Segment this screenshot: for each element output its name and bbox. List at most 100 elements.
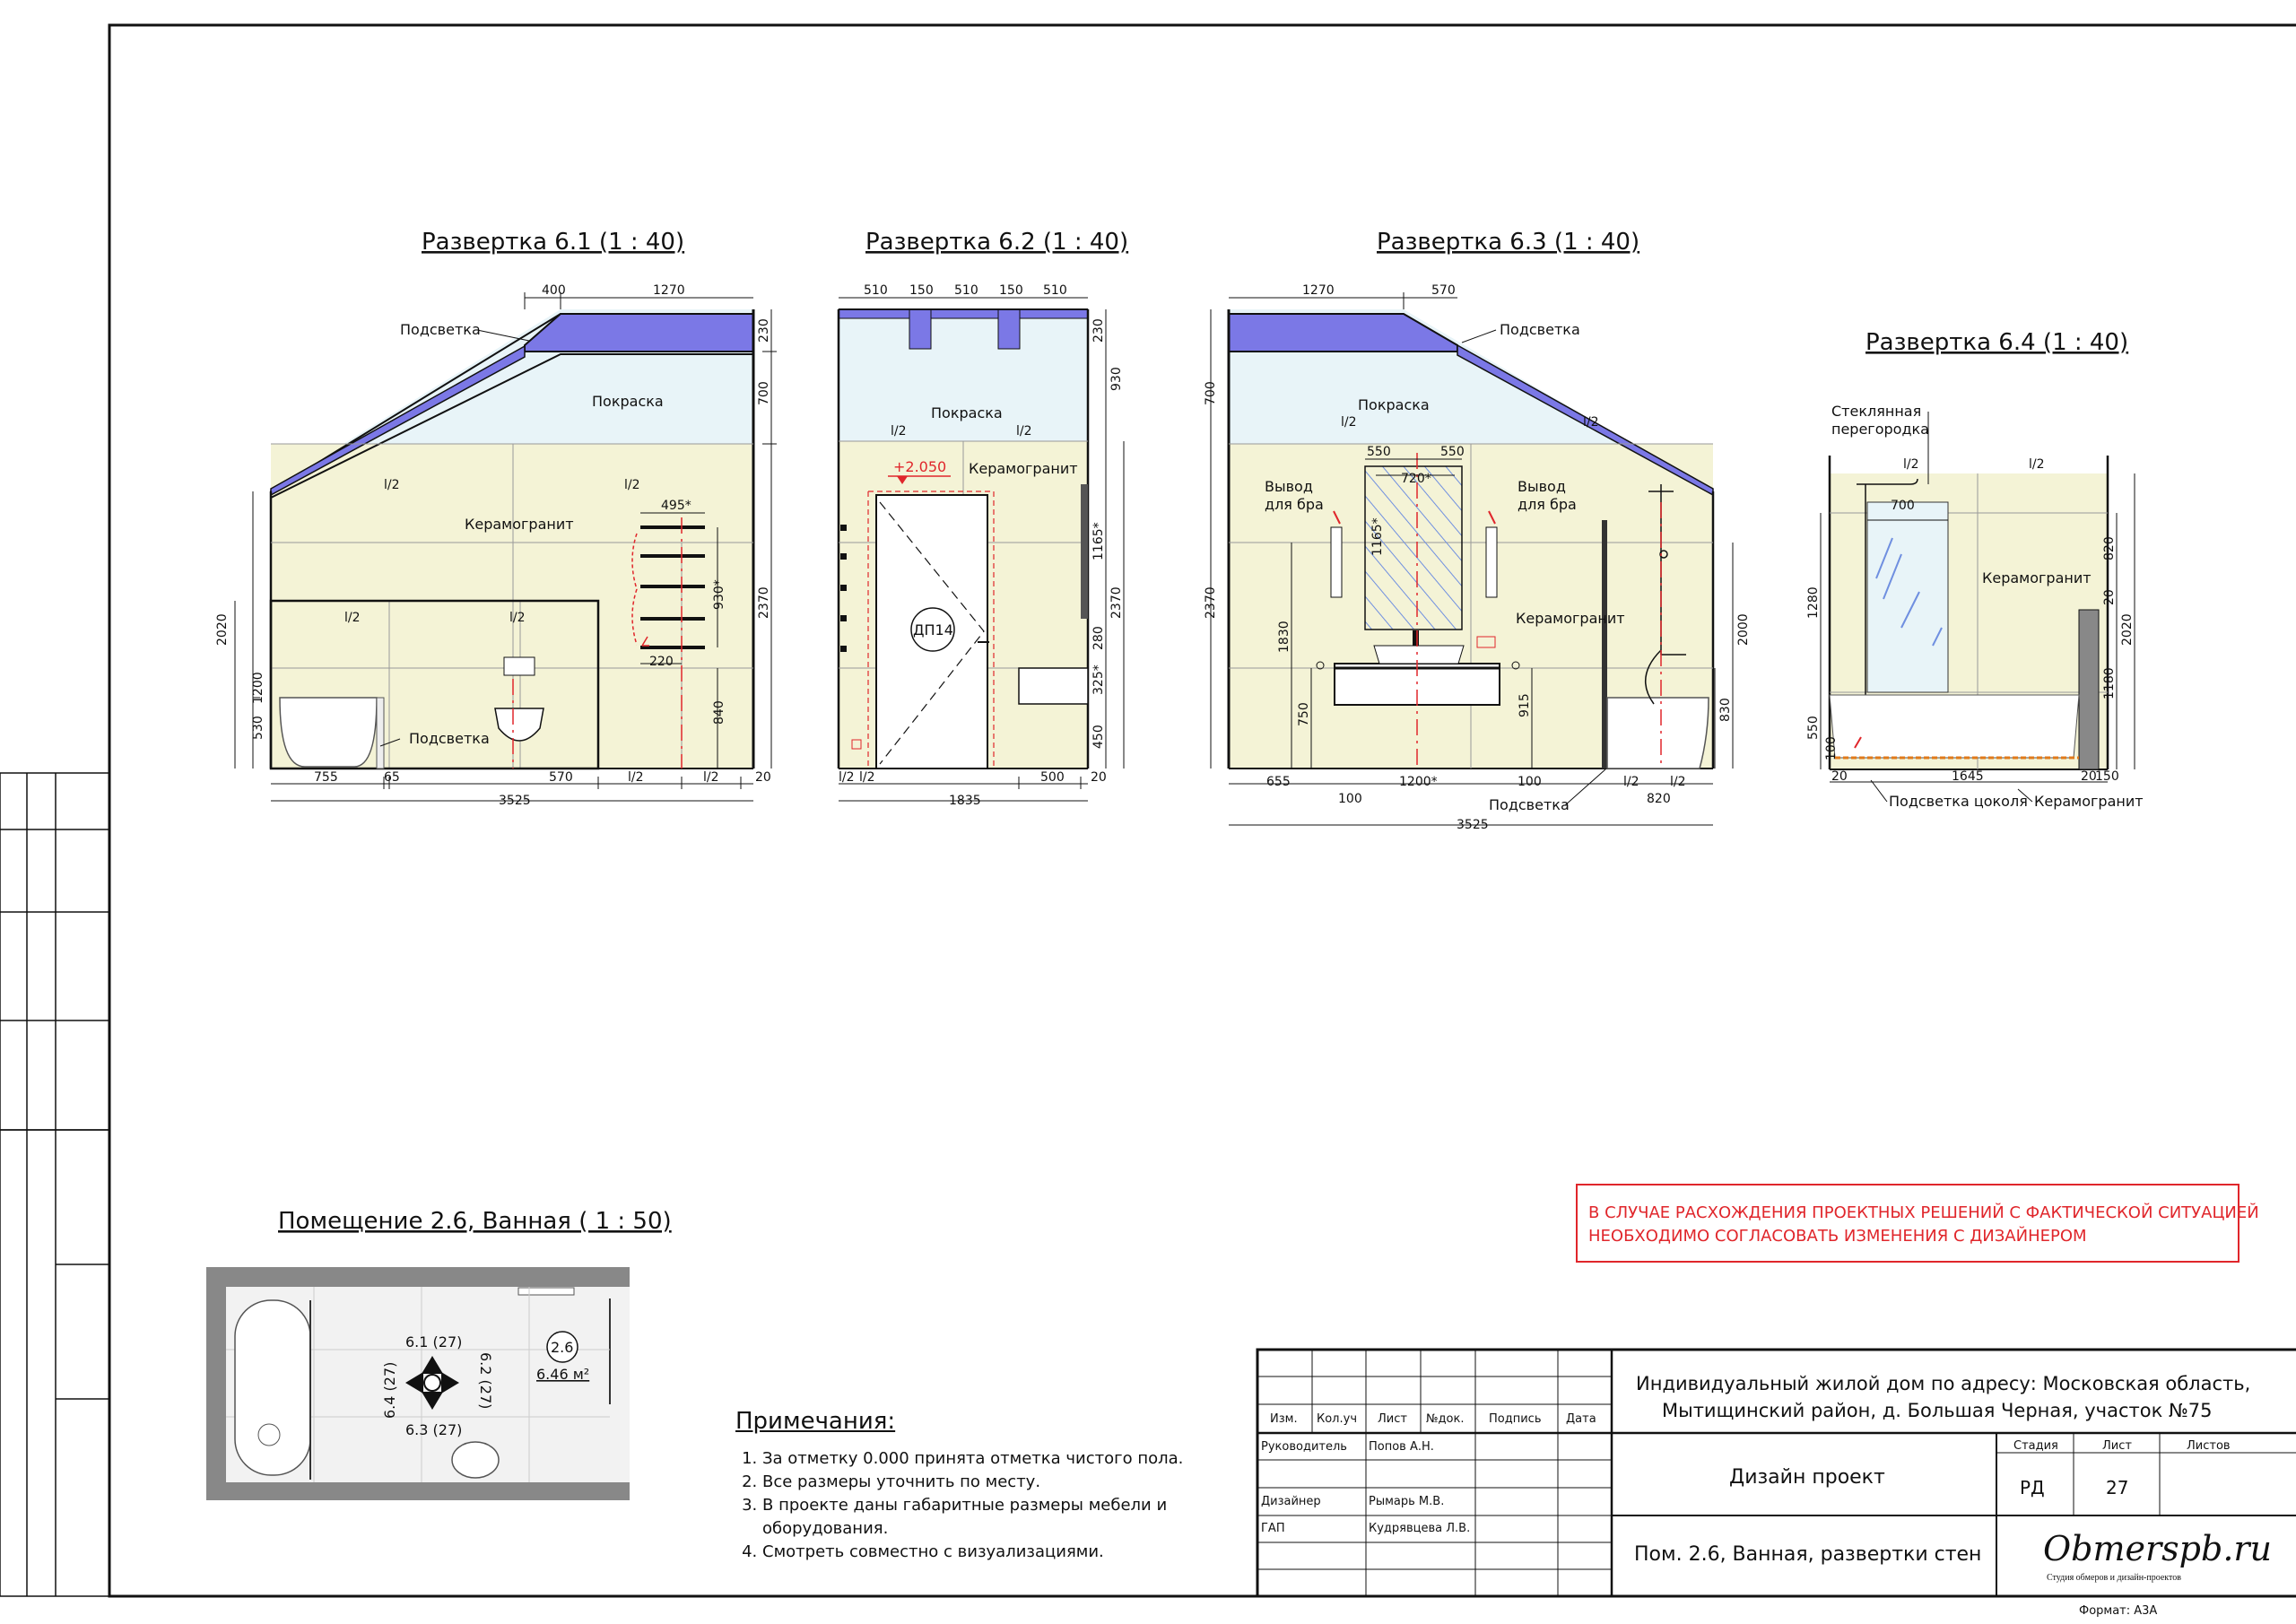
svg-text:l/2: l/2	[2029, 457, 2045, 472]
svg-text:100: 100	[1338, 792, 1362, 806]
svg-text:280: 280	[1091, 626, 1106, 650]
bathtub-6-3	[1606, 697, 1709, 769]
svg-text:Керамогранит: Керамогранит	[2034, 793, 2144, 810]
notes-block: Примечания: За отметку 0.000 принята отм…	[735, 1408, 1238, 1564]
svg-text:l/2: l/2	[859, 770, 875, 785]
svg-text:1280: 1280	[1806, 586, 1821, 619]
warning-line-2: НЕОБХОДИМО СОГЛАСОВАТЬ ИЗМЕНЕНИЯ С ДИЗАЙ…	[1588, 1227, 2087, 1246]
svg-text:2370: 2370	[1204, 586, 1218, 619]
svg-text:530: 530	[251, 716, 265, 740]
plan-title: Помещение 2.6, Ванная ( 1 : 50)	[278, 1208, 672, 1235]
svg-text:Формат: А3А: Формат: А3А	[2079, 1604, 2157, 1618]
svg-text:Изм.: Изм.	[1270, 1412, 1298, 1426]
svg-text:500: 500	[1040, 770, 1065, 785]
svg-text:ГАП: ГАП	[1261, 1522, 1285, 1535]
svg-text:755: 755	[314, 770, 338, 785]
svg-text:65: 65	[384, 770, 400, 785]
svg-text:l/2: l/2	[509, 611, 526, 625]
sink-6-3	[1373, 645, 1465, 664]
mirror-6-3	[1364, 465, 1463, 630]
svg-text:700: 700	[757, 381, 771, 405]
svg-text:3525: 3525	[499, 794, 531, 808]
svg-text:325*: 325*	[1091, 664, 1106, 695]
svg-text:l/2: l/2	[839, 770, 855, 785]
svg-text:550: 550	[1806, 716, 1821, 740]
svg-text:6.3 (27): 6.3 (27)	[405, 1421, 462, 1438]
svg-text:1645: 1645	[1952, 769, 1984, 784]
studio-logo: Obmerspb.ru	[2043, 1529, 2272, 1568]
paint-label-6-1: Покраска	[592, 393, 664, 410]
svg-text:20: 20	[2102, 589, 2117, 605]
svg-text:Рымарь М.В.: Рымарь М.В.	[1369, 1495, 1444, 1508]
svg-text:700: 700	[1891, 499, 1915, 513]
svg-text:400: 400	[542, 283, 566, 298]
porcelain-label-6-3: Керамогранит	[1516, 610, 1625, 627]
towel-rail-6-1	[640, 525, 705, 649]
bathtub-6-4	[1829, 694, 2080, 759]
binding-strip	[0, 772, 110, 1597]
svg-text:Попов А.Н.: Попов А.Н.	[1369, 1440, 1434, 1454]
svg-text:Лист: Лист	[2102, 1439, 2132, 1453]
plan-toilet	[451, 1441, 500, 1479]
svg-text:2000: 2000	[1736, 613, 1751, 646]
svg-text:700: 700	[1204, 381, 1218, 405]
svg-text:2370: 2370	[757, 586, 771, 619]
cove-lighting-6-1	[524, 313, 754, 352]
svg-text:20: 20	[1091, 770, 1107, 785]
svg-text:Стеклянная: Стеклянная	[1831, 403, 1921, 420]
backlight-label-6-3-bottom: Подсветка	[1489, 796, 1570, 813]
svg-text:720*: 720*	[1401, 472, 1431, 486]
wall-toilet-6-1	[494, 708, 544, 742]
flush-button-6-1	[503, 656, 535, 676]
notes-title: Примечания:	[735, 1408, 896, 1435]
svg-text:Дизайн проект: Дизайн проект	[1729, 1466, 1885, 1489]
elevation-6-4: Развертка 6.4 (1 : 40) 700 l/2 l/2 1	[1806, 329, 2144, 810]
elevation-mark-6-2: +2.050	[893, 458, 946, 475]
svg-text:№док.: №док.	[1426, 1412, 1464, 1426]
note-item: За отметку 0.000 принята отметка чистого…	[762, 1447, 1238, 1471]
svg-text:150: 150	[909, 283, 934, 298]
svg-text:655: 655	[1266, 775, 1291, 789]
svg-text:150: 150	[999, 283, 1023, 298]
svg-text:для бра: для бра	[1265, 496, 1324, 513]
svg-text:2370: 2370	[1109, 586, 1124, 619]
svg-text:Вывод: Вывод	[1518, 478, 1566, 495]
sheet-title-6-4: Развертка 6.4 (1 : 40)	[1866, 329, 2128, 356]
svg-text:510: 510	[864, 283, 888, 298]
svg-text:Лист: Лист	[1378, 1412, 1407, 1426]
svg-text:510: 510	[954, 283, 978, 298]
dimensions-6-1	[234, 292, 777, 802]
svg-text:840: 840	[712, 700, 726, 725]
svg-text:l/2: l/2	[384, 478, 400, 492]
svg-text:Руководитель: Руководитель	[1261, 1440, 1347, 1454]
dimensions-6-4	[1820, 473, 2135, 783]
svg-text:1200*: 1200*	[1399, 775, 1438, 789]
floor-plan: Помещение 2.6, Ванная ( 1 : 50) 6.1 (27)…	[206, 1208, 672, 1500]
note-item: В проекте даны габаритные размеры мебели…	[762, 1494, 1238, 1541]
svg-text:Листов: Листов	[2187, 1439, 2231, 1453]
svg-text:20: 20	[2081, 769, 2097, 784]
svg-text:Вывод: Вывод	[1265, 478, 1313, 495]
svg-text:l/2: l/2	[1016, 424, 1032, 439]
svg-text:1835: 1835	[949, 794, 981, 808]
svg-text:6.46 м²: 6.46 м²	[536, 1366, 589, 1383]
door-tag-6-2	[910, 607, 955, 652]
svg-text:2020: 2020	[215, 613, 230, 646]
svg-text:для бра: для бра	[1518, 496, 1577, 513]
svg-text:20: 20	[755, 770, 771, 785]
svg-text:l/2: l/2	[703, 770, 719, 785]
svg-text:Пом. 2.6, Ванная, развертки ст: Пом. 2.6, Ванная, развертки стен	[1634, 1543, 1981, 1566]
sheet-title-6-3: Развертка 6.3 (1 : 40)	[1377, 229, 1639, 256]
svg-text:1200: 1200	[251, 672, 265, 704]
svg-text:1165*: 1165*	[1091, 522, 1106, 560]
backlight-label-6-1-top: Подсветка	[400, 321, 481, 338]
svg-text:570: 570	[1431, 283, 1456, 298]
svg-text:100: 100	[1518, 775, 1542, 789]
svg-text:820: 820	[2102, 536, 2117, 560]
svg-text:27: 27	[2106, 1477, 2128, 1498]
svg-text:Индивидуальный жилой дом по ад: Индивидуальный жилой дом по адресу: Моск…	[1636, 1373, 2250, 1394]
dimensions-6-2	[839, 297, 1125, 802]
bathtub-6-1	[279, 697, 378, 768]
cabinet-6-2	[1018, 667, 1089, 705]
